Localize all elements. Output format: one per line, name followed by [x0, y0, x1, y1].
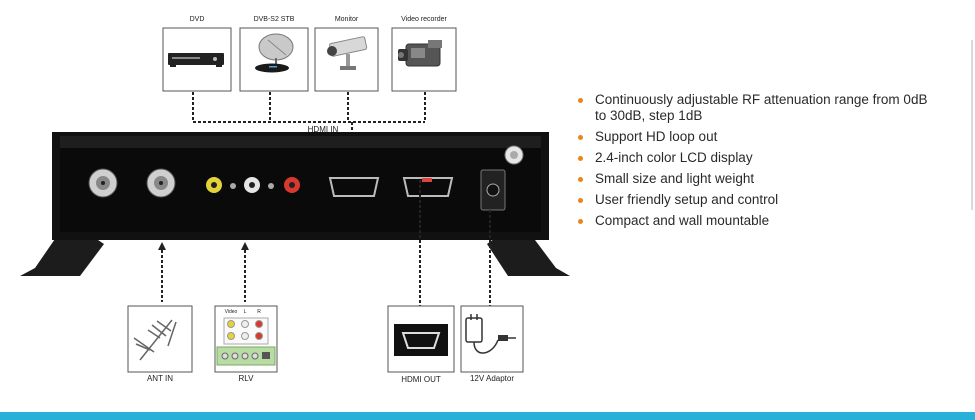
ant-in-arrow [158, 242, 166, 250]
feature-text: Support HD loop out [595, 129, 718, 144]
bullet-icon [578, 198, 583, 203]
rlv-arrow [241, 242, 249, 250]
dvb-stb-box [239, 27, 309, 92]
feature-item: Support HD loop out [577, 129, 937, 145]
hdmi-out-label: HDMI OUT [401, 375, 441, 384]
video-recorder-label: Video recorder [401, 16, 447, 23]
feature-list: Continuously adjustable RF attenuation r… [577, 92, 937, 234]
hdmi-in-connector-lines [192, 92, 426, 136]
hdmi-in-label: HDMI IN [307, 125, 339, 134]
feature-item: Small size and light weight [577, 171, 937, 187]
dvd-box [162, 27, 232, 92]
feature-text: Continuously adjustable RF attenuation r… [595, 92, 928, 123]
security-camera-icon [327, 36, 368, 70]
adaptor-box [460, 305, 524, 373]
adaptor-label: 12V Adaptor [469, 374, 515, 383]
accent-bar [0, 412, 975, 420]
dvd-player-icon [168, 53, 224, 67]
front-panel-ports [88, 145, 524, 211]
power-adaptor-icon [465, 314, 516, 354]
rca-panel-icon [216, 317, 276, 366]
rca-video-label: Video [224, 309, 238, 315]
feature-text: 2.4-inch color LCD display [595, 150, 753, 165]
bullet-icon [578, 177, 583, 182]
bullet-icon [578, 98, 583, 103]
bullet-icon [578, 219, 583, 224]
satellite-dish-icon [255, 33, 294, 73]
dvd-label: DVD [189, 16, 205, 23]
video-recorder-box [391, 27, 457, 92]
monitor-label: Monitor [334, 16, 359, 23]
attenuator-device [20, 132, 570, 276]
bullet-icon [578, 156, 583, 161]
feature-item: 2.4-inch color LCD display [577, 150, 937, 166]
rca-right-label: R [257, 309, 261, 315]
ant-in-box [127, 305, 193, 373]
bullet-icon [578, 135, 583, 140]
hdmi-port-icon [394, 324, 448, 356]
camcorder-icon [398, 40, 442, 67]
feature-text: Compact and wall mountable [595, 213, 770, 228]
ant-in-label: ANT IN [146, 374, 174, 383]
feature-item: Continuously adjustable RF attenuation r… [577, 92, 937, 124]
antenna-icon [133, 319, 177, 361]
feature-item: Compact and wall mountable [577, 213, 937, 229]
hdmi-out-box [387, 305, 455, 373]
right-edge-divider [971, 40, 973, 210]
rca-left-label: L [243, 309, 247, 315]
monitor-box [314, 27, 379, 92]
dvb-stb-label: DVB-S2 STB [253, 16, 295, 23]
rlv-box [214, 305, 278, 373]
feature-text: Small size and light weight [595, 171, 755, 186]
rlv-label: RLV [238, 374, 254, 383]
feature-item: User friendly setup and control [577, 192, 937, 208]
bottom-connector-lines [161, 180, 491, 306]
feature-text: User friendly setup and control [595, 192, 779, 207]
